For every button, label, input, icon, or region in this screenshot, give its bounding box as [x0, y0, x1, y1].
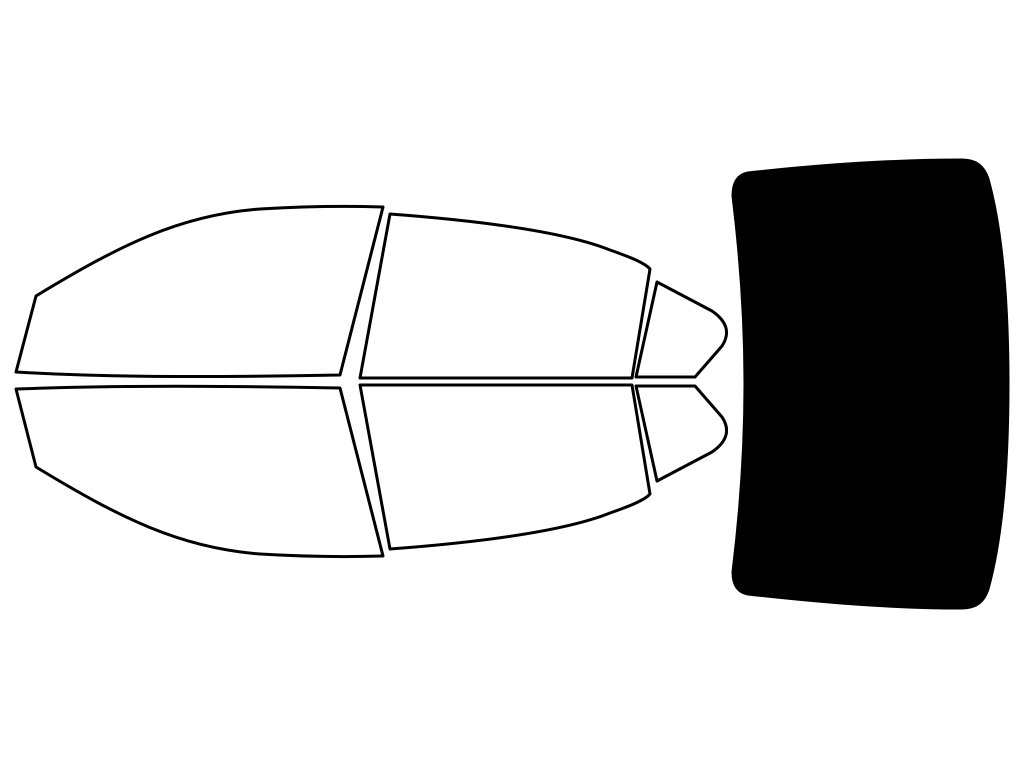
rear-door-window-bottom — [358, 383, 652, 551]
front-door-window-top — [14, 204, 385, 379]
rear-door-window-top — [358, 212, 652, 380]
rear-windshield — [731, 158, 1010, 610]
rear-quarter-window-top — [634, 280, 729, 379]
rear-quarter-window-bottom — [634, 384, 729, 483]
front-door-window-bottom — [14, 384, 385, 559]
